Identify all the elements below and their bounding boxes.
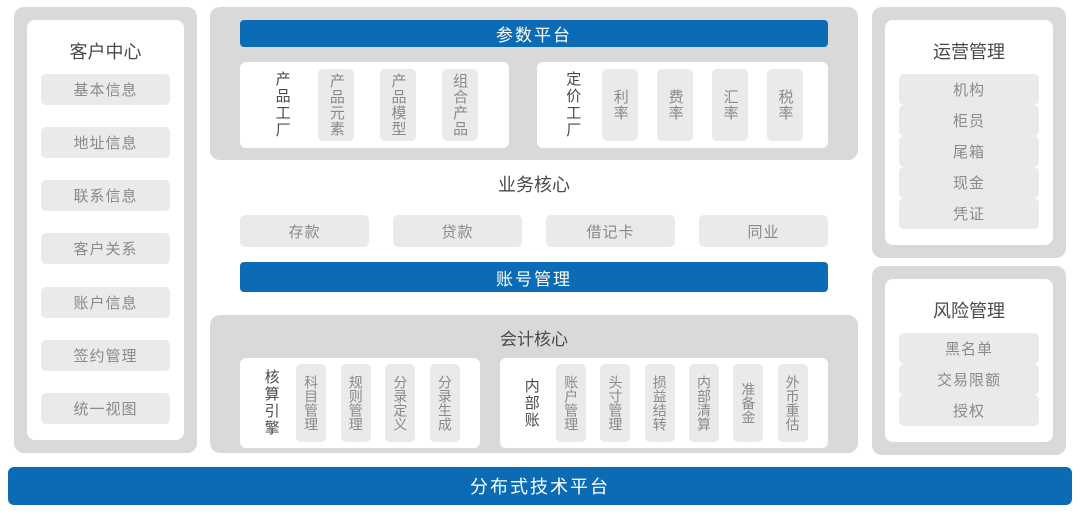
module-chip-label: 产品元素 <box>327 73 345 137</box>
module-chip-interbank: 同业 <box>699 215 828 247</box>
module-chip-subject-mgmt: 科目管理 <box>296 364 327 442</box>
risk-management-items: 黑名单 交易限额 授权 <box>899 333 1039 426</box>
module-chip-reserves: 准备金 <box>733 364 764 442</box>
parameter-platform-header: 参数平台 <box>240 20 828 47</box>
module-chip-authorization: 授权 <box>899 395 1039 426</box>
accounting-core-groups: 核算引擎 科目管理 规则管理 分录定义 分录生成 内部账 账户管理 头寸管理 损… <box>240 358 828 448</box>
accounting-core-section: 会计核心 核算引擎 科目管理 规则管理 分录定义 分录生成 内部账 账户管理 头… <box>210 315 858 453</box>
operations-management-title: 运营管理 <box>933 42 1005 62</box>
right-column: 运营管理 机构 柜员 尾箱 现金 凭证 风险管理 黑名单 交易限额 授权 <box>872 7 1066 455</box>
customer-center-title: 客户中心 <box>69 42 142 62</box>
risk-management-inner: 风险管理 黑名单 交易限额 授权 <box>885 279 1053 442</box>
module-chip-label: 头寸管理 <box>607 375 624 431</box>
module-chip-label: 账户管理 <box>563 375 580 431</box>
module-chip-label: 分录生成 <box>436 375 453 431</box>
module-chip-label: 外币重估 <box>784 375 801 431</box>
pricing-factory-label: 定价工厂 <box>564 71 582 139</box>
module-chip-teller: 柜员 <box>899 105 1039 136</box>
module-chip-entry-definition: 分录定义 <box>385 364 416 442</box>
product-factory-group: 产品工厂 产品元素 产品模型 组合产品 <box>240 62 510 148</box>
pricing-factory-group: 定价工厂 利率 费率 汇率 税率 <box>537 62 828 148</box>
module-chip-interest-rate: 利率 <box>602 69 639 141</box>
operations-management-items: 机构 柜员 尾箱 现金 凭证 <box>899 74 1039 229</box>
module-chip-account-mgmt: 账户管理 <box>556 364 587 442</box>
parameter-platform-groups: 产品工厂 产品元素 产品模型 组合产品 定价工厂 利率 费率 汇率 税率 <box>240 62 828 148</box>
module-chip-label: 汇率 <box>721 89 739 121</box>
product-factory-label: 产品工厂 <box>273 71 291 139</box>
module-chip-institution: 机构 <box>899 74 1039 105</box>
module-chip-deposits: 存款 <box>240 215 369 247</box>
operations-management-inner: 运营管理 机构 柜员 尾箱 现金 凭证 <box>885 20 1053 245</box>
business-core-items: 存款 贷款 借记卡 同业 <box>240 215 828 247</box>
risk-management-title: 风险管理 <box>933 301 1005 321</box>
customer-center-inner: 客户中心 基本信息 地址信息 联系信息 客户关系 账户信息 签约管理 统一视图 <box>27 20 184 440</box>
customer-center-items: 基本信息 地址信息 联系信息 客户关系 账户信息 签约管理 统一视图 <box>41 74 170 424</box>
module-chip-exchange-rate: 汇率 <box>712 69 749 141</box>
module-chip-product-element: 产品元素 <box>318 69 355 141</box>
module-chip-contact-info: 联系信息 <box>41 180 170 212</box>
module-chip-product-model: 产品模型 <box>379 69 416 141</box>
module-chip-rule-mgmt: 规则管理 <box>340 364 371 442</box>
module-chip-position-mgmt: 头寸管理 <box>600 364 631 442</box>
accounting-engine-group: 核算引擎 科目管理 规则管理 分录定义 分录生成 <box>240 358 481 448</box>
accounting-core-title: 会计核心 <box>500 330 568 349</box>
module-chip-fx-revaluation: 外币重估 <box>777 364 808 442</box>
module-chip-loans: 贷款 <box>393 215 522 247</box>
module-chip-entry-generation: 分录生成 <box>429 364 460 442</box>
distributed-platform-bar: 分布式技术平台 <box>8 467 1072 505</box>
customer-center-panel: 客户中心 基本信息 地址信息 联系信息 客户关系 账户信息 签约管理 统一视图 <box>14 7 197 453</box>
module-chip-label: 产品模型 <box>389 73 407 137</box>
module-chip-tax-rate: 税率 <box>767 69 804 141</box>
parameter-platform-section: 参数平台 产品工厂 产品元素 产品模型 组合产品 定价工厂 利率 费率 汇率 税… <box>210 7 858 160</box>
module-chip-cash: 现金 <box>899 167 1039 198</box>
risk-management-panel: 风险管理 黑名单 交易限额 授权 <box>872 266 1066 455</box>
module-chip-label: 损益结转 <box>651 375 668 431</box>
module-chip-label: 组合产品 <box>451 73 469 137</box>
module-chip-transaction-limit: 交易限额 <box>899 364 1039 395</box>
center-column: 参数平台 产品工厂 产品元素 产品模型 组合产品 定价工厂 利率 费率 汇率 税… <box>210 7 858 453</box>
business-core-title: 业务核心 <box>498 175 570 195</box>
module-chip-label: 分录定义 <box>392 375 409 431</box>
module-chip-customer-relations: 客户关系 <box>41 233 170 265</box>
module-chip-label: 内部清算 <box>696 375 713 431</box>
module-chip-address-info: 地址信息 <box>41 127 170 159</box>
internal-accounts-group: 内部账 账户管理 头寸管理 损益结转 内部清算 准备金 外币重估 <box>500 358 828 448</box>
module-chip-label: 利率 <box>611 89 629 121</box>
module-chip-cashbox: 尾箱 <box>899 136 1039 167</box>
operations-management-panel: 运营管理 机构 柜员 尾箱 现金 凭证 <box>872 7 1066 258</box>
accounting-engine-label: 核算引擎 <box>262 369 280 437</box>
module-chip-pnl-carryover: 损益结转 <box>644 364 675 442</box>
module-chip-label: 准备金 <box>740 382 757 424</box>
module-chip-unified-view: 统一视图 <box>41 392 170 424</box>
module-chip-label: 税率 <box>776 89 794 121</box>
module-chip-voucher: 凭证 <box>899 198 1039 229</box>
module-chip-internal-clearing: 内部清算 <box>689 364 720 442</box>
internal-accounts-label: 内部账 <box>522 377 540 429</box>
module-chip-label: 费率 <box>666 89 684 121</box>
module-chip-label: 科目管理 <box>303 375 320 431</box>
account-management-bar: 账号管理 <box>240 262 828 292</box>
module-chip-debit-card: 借记卡 <box>546 215 675 247</box>
module-chip-label: 规则管理 <box>347 375 364 431</box>
module-chip-combined-product: 组合产品 <box>441 69 478 141</box>
module-chip-account-info: 账户信息 <box>41 286 170 318</box>
module-chip-fee-rate: 费率 <box>657 69 694 141</box>
module-chip-contract-mgmt: 签约管理 <box>41 339 170 371</box>
module-chip-blacklist: 黑名单 <box>899 333 1039 364</box>
module-chip-basic-info: 基本信息 <box>41 74 170 105</box>
